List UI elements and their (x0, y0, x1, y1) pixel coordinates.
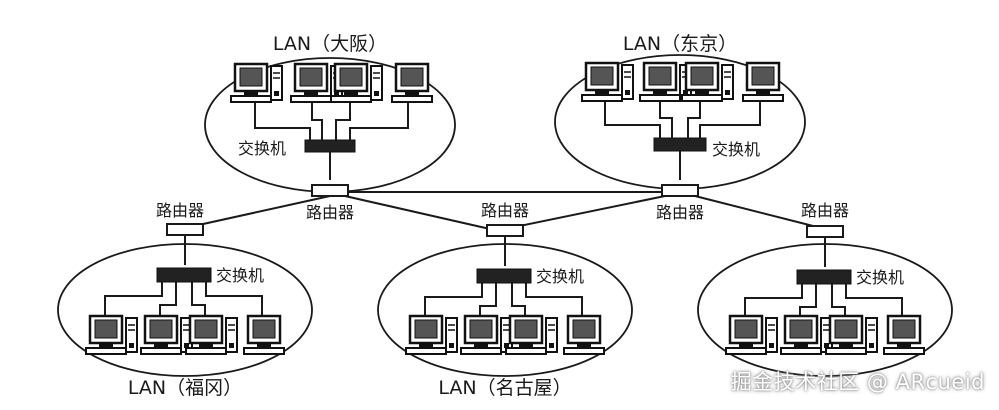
pc-icon (404, 314, 459, 356)
lan-osaka-label: LAN（大阪） (273, 33, 387, 55)
router-label-osaka: 路由器 (306, 203, 354, 222)
pc-icon (824, 314, 879, 356)
pc-icon (139, 314, 194, 356)
lan-tokyo-label: LAN（东京） (623, 33, 737, 55)
pc-icon (882, 314, 926, 356)
router-fukuoka (166, 223, 204, 236)
router-label-nagoya: 路由器 (481, 201, 529, 220)
watermark-text: 掘金技术社区 @ ARcueid (730, 370, 985, 394)
switch-nagoya (476, 268, 532, 284)
lan-tokyo (554, 54, 806, 190)
router-label-right: 路由器 (801, 201, 849, 220)
switch-label-right: 交换机 (856, 268, 904, 287)
switch-label-tokyo: 交换机 (712, 140, 760, 159)
switch-right-bottom (796, 269, 852, 285)
pc-icon (390, 62, 434, 104)
routers (166, 184, 844, 238)
switch-fukuoka (156, 267, 212, 283)
pc-icon (779, 314, 834, 356)
pc-icon (184, 314, 239, 356)
pc-icon (741, 61, 785, 103)
pc-icon (724, 314, 779, 356)
pc-icon (580, 61, 635, 103)
pc-icon (229, 62, 284, 104)
switch-osaka (304, 139, 356, 153)
pc-icon (680, 61, 735, 103)
lan-nagoya-label: LAN（名古屋） (438, 377, 571, 399)
router-label-fukuoka: 路由器 (156, 201, 204, 220)
switch-tokyo (653, 137, 707, 152)
lan-fukuoka (57, 243, 313, 377)
pc-icon (562, 314, 606, 356)
router-right (806, 225, 844, 238)
switch-label-osaka: 交换机 (238, 139, 286, 158)
router-nagoya (486, 224, 524, 237)
lan-right-bottom (697, 243, 953, 377)
pc-icon (242, 314, 286, 356)
router-tokyo (661, 184, 699, 197)
pc-icon (504, 314, 559, 356)
router-label-tokyo: 路由器 (656, 203, 704, 222)
pc-icon (459, 314, 514, 356)
pc-icon (329, 62, 384, 104)
pc-icon (84, 314, 139, 356)
lan-nagoya (377, 243, 633, 377)
lan-fukuoka-label: LAN（福冈） (128, 377, 242, 399)
backbone-links (184, 150, 826, 267)
router-osaka (311, 184, 349, 197)
switch-label-fukuoka: 交换机 (216, 266, 264, 285)
switch-label-nagoya: 交换机 (536, 267, 584, 286)
